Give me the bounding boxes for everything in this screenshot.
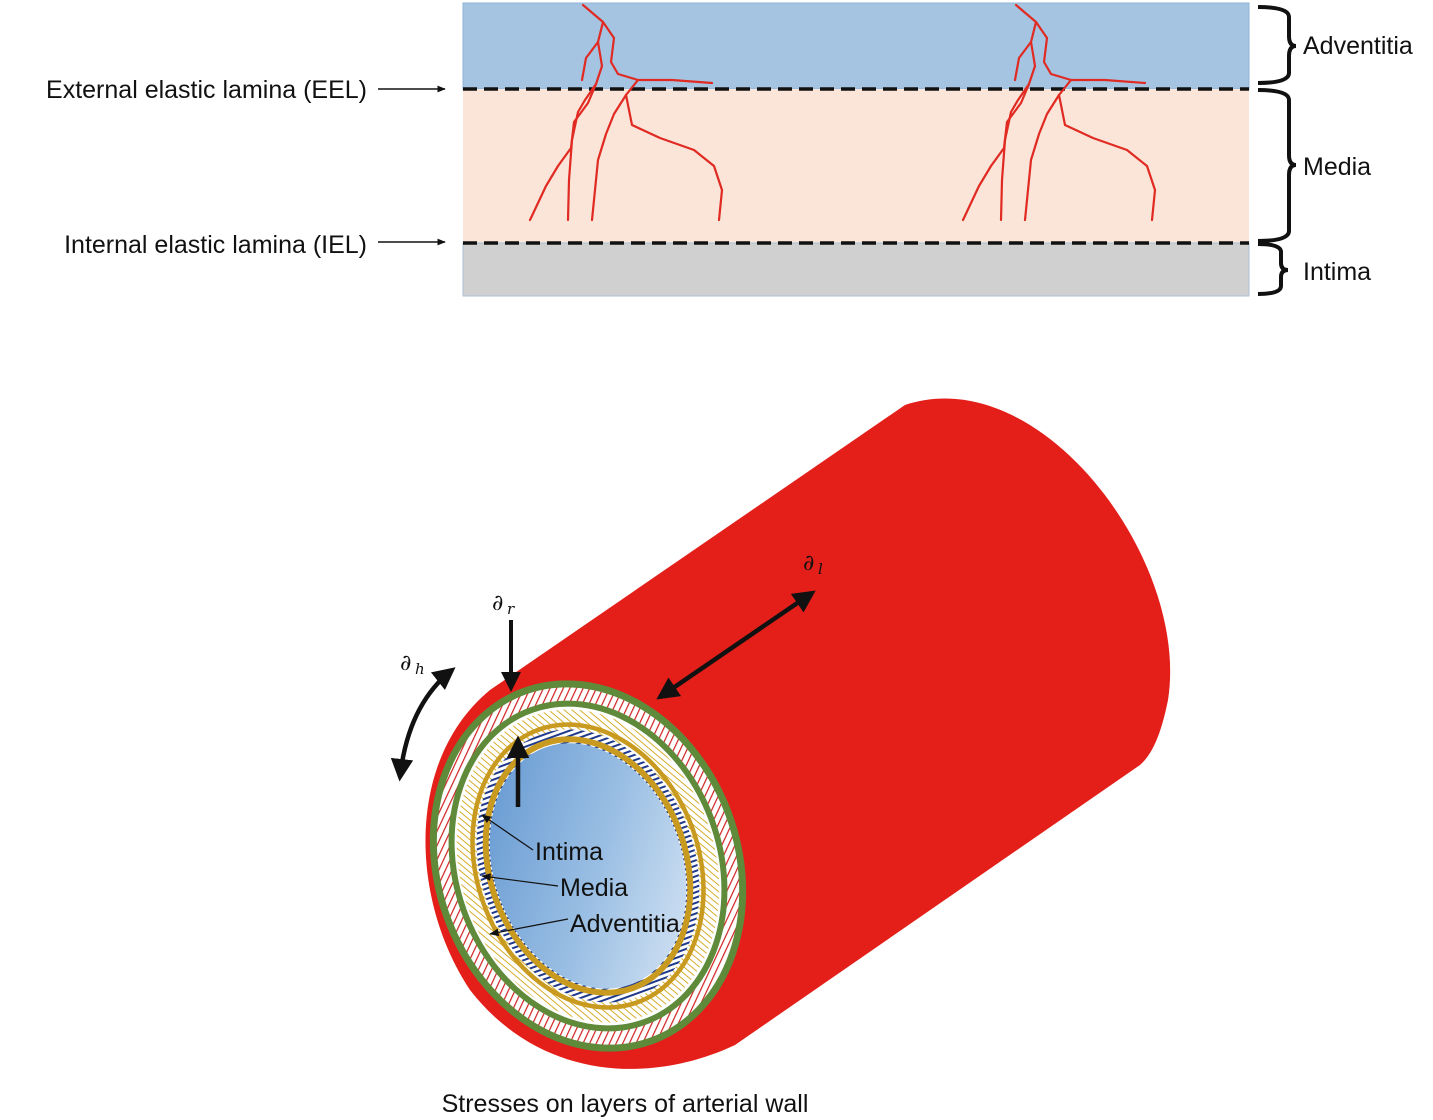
stress-arrows [390,590,816,807]
media-inner-ring [470,722,706,1010]
intima-layer-label: Intima [1303,258,1371,286]
longitudinal-stress-subscript: l [818,560,823,578]
eel-label: External elastic lamina (EEL) [46,76,367,104]
hoop-stress-symbol: ∂ [400,651,411,676]
artery-cylinder [425,398,1171,1069]
media-leader [481,873,559,887]
intima-ring-outline [482,736,694,996]
figure-caption: Stresses on layers of arterial wall [442,1090,809,1118]
intima-leader [481,814,534,851]
media-layer-label: Media [1303,153,1371,181]
iel-label: Internal elastic lamina (IEL) [64,231,367,259]
adventitia-ring-label: Adventitia [570,910,680,938]
media-layer [463,89,1249,243]
longitudinal-stress-arrow [656,590,816,700]
intima-brace [1257,242,1289,296]
intima-layer [462,242,1250,297]
ring-labels: Intima Media Adventitia [481,814,680,938]
adventitia-ring-outline [429,680,747,1052]
layer-strip: Adventitia Media Intima External elastic… [46,2,1413,297]
lumen [489,743,687,989]
longitudinal-stress-symbol: ∂ [803,551,814,576]
vasa-vasorum-right [961,3,1157,222]
hoop-stress-arrow [390,667,456,782]
media-ring-label: Media [560,874,628,902]
adventitia-leader [489,918,569,937]
stress-symbols: ∂ r ∂ h ∂ l [400,551,823,678]
adventitia-layer [462,2,1250,90]
vasa-vasorum-left [528,3,724,222]
adventitia-brace [1257,5,1297,85]
hoop-stress-subscript: h [415,660,425,678]
radial-stress-symbol: ∂ [492,591,503,616]
media-brace [1257,88,1297,243]
radial-stress-subscript: r [507,600,515,618]
adventitia-layer-label: Adventitia [1303,32,1413,60]
intima-ring-label: Intima [535,838,603,866]
